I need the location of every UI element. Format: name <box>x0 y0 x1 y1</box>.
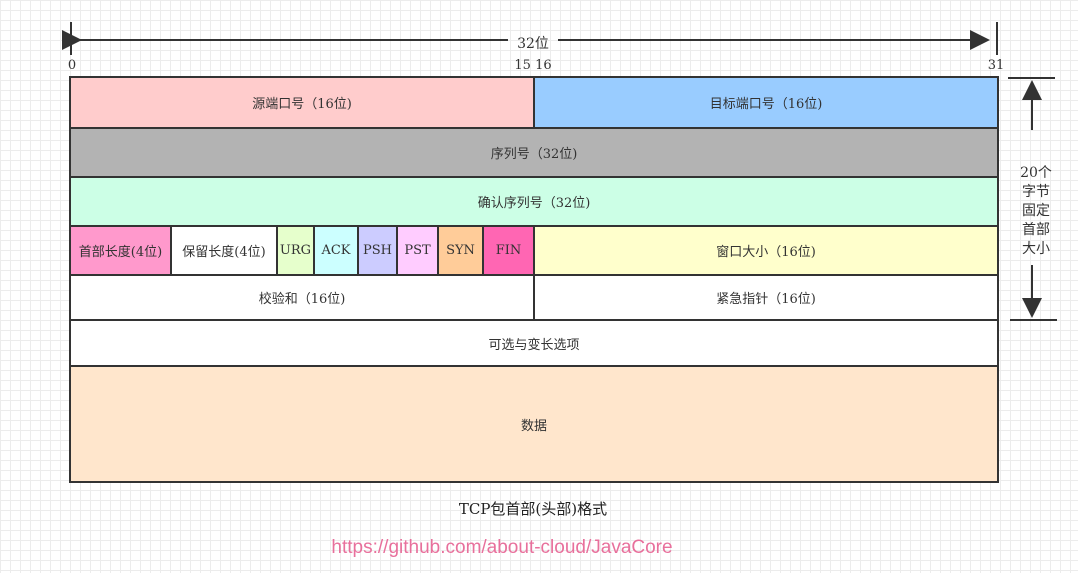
urg-flag: URG <box>276 225 315 276</box>
source-url: https://github.com/about-cloud/JavaCore <box>331 537 673 558</box>
width-label: 32位 <box>517 36 549 52</box>
syn-flag: SYN <box>437 225 484 276</box>
urgent-pointer-field: 紧急指针（16位) <box>533 274 999 321</box>
ack-number-field: 确认序列号（32位) <box>69 176 999 227</box>
reserved-field: 保留长度(4位) <box>170 225 278 276</box>
bit-0-label: 0 <box>67 58 77 73</box>
fin-flag: FIN <box>482 225 535 276</box>
data-field: 数据 <box>69 365 999 483</box>
bit-15-16-label: 15 16 <box>514 58 552 73</box>
header-length-field: 首部长度(4位) <box>69 225 172 276</box>
header-size-label: 20个字节固定首部大小 <box>1020 165 1052 257</box>
window-size-field: 窗口大小（16位) <box>533 225 999 276</box>
bit-31-label: 31 <box>987 58 1005 73</box>
pst-flag: PST <box>396 225 439 276</box>
sequence-number-field: 序列号（32位) <box>69 127 999 178</box>
dest-port-field: 目标端口号（16位) <box>533 76 999 129</box>
checksum-field: 校验和（16位) <box>69 274 535 321</box>
options-field: 可选与变长选项 <box>69 319 999 367</box>
psh-flag: PSH <box>357 225 398 276</box>
ack-flag: ACK <box>313 225 359 276</box>
diagram-caption: TCP包首部(头部)格式 <box>458 500 608 518</box>
source-port-field: 源端口号（16位) <box>69 76 535 129</box>
